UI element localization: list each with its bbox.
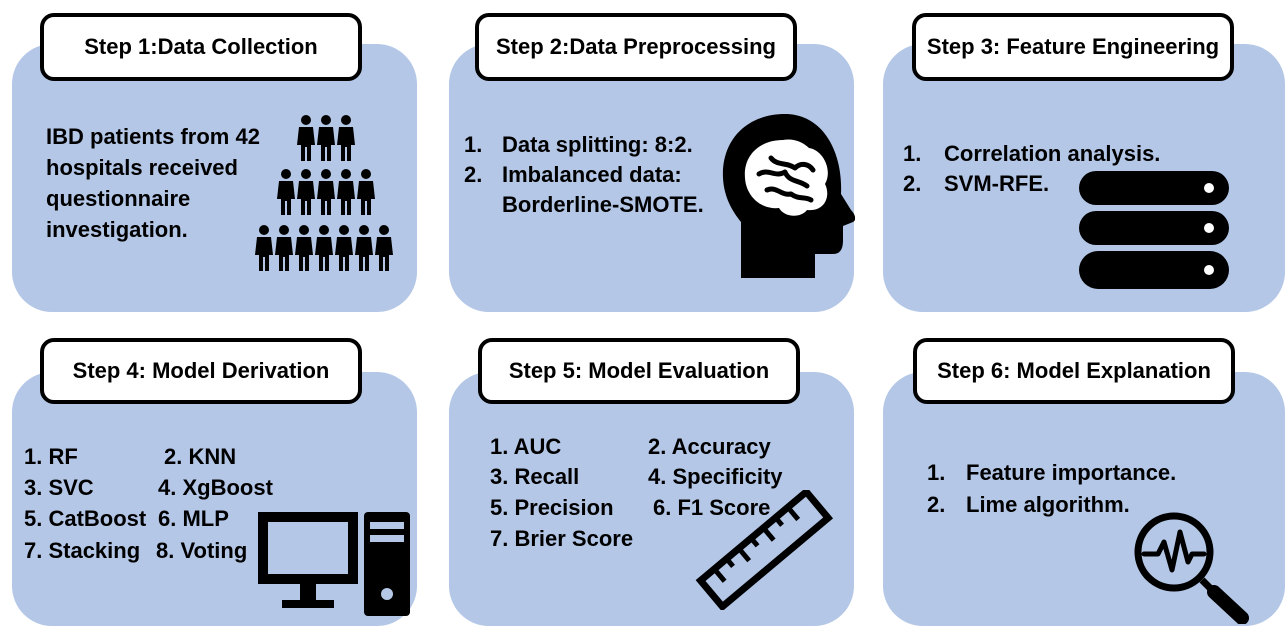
step3-item2-num: 2.: [903, 171, 922, 196]
step5-item-specificity: 4. Specificity: [648, 464, 783, 489]
step5-panel: [449, 372, 854, 626]
step5-item-precision: 5. Precision: [490, 495, 614, 520]
step6-panel: [883, 372, 1285, 626]
step6-item2-num: 2.: [927, 492, 946, 517]
step5-item-brier-score: 7. Brier Score: [490, 526, 634, 551]
step4-item-svc: 3. SVC: [24, 475, 94, 500]
step2-item2-text: Imbalanced data:: [502, 162, 682, 187]
step2-item1-num: 1.: [464, 132, 483, 157]
step4-item-voting: 8. Voting: [156, 538, 248, 563]
step5-item-accuracy: 2. Accuracy: [648, 434, 771, 459]
step2-title: Step 2:Data Preprocessing: [475, 13, 797, 81]
step5-item-auc: 1. AUC: [490, 434, 562, 459]
step4-item-catboost: 5. CatBoost: [24, 506, 147, 531]
step2-item2-num: 2.: [464, 162, 483, 187]
ruler-icon: [690, 490, 840, 610]
step4-item-mlp: 6. MLP: [158, 506, 229, 531]
step6-item1-num: 1.: [927, 460, 946, 485]
step3-item1-text: Correlation analysis.: [944, 141, 1161, 166]
step1-text-line2: hospitals received: [46, 155, 238, 180]
step2-item2-text-cont: Borderline-SMOTE.: [502, 192, 704, 217]
step3-item1-num: 1.: [903, 141, 922, 166]
step1-panel: [12, 44, 417, 312]
computer-icon: [256, 508, 416, 618]
step1-text-line4: investigation.: [46, 217, 188, 242]
step1-text-line1: IBD patients from 42: [46, 124, 260, 149]
magnifier-waveform-icon: [1132, 510, 1262, 624]
step4-item-stacking: 7. Stacking: [24, 538, 141, 563]
step5-title: Step 5: Model Evaluation: [478, 338, 800, 404]
step5-item-recall: 3. Recall: [490, 464, 580, 489]
step4-item-rf: 1. RF: [24, 444, 78, 469]
database-icon: [1075, 167, 1235, 293]
step2-item1-text: Data splitting: 8:2.: [502, 132, 693, 157]
brain-head-icon: [715, 112, 855, 282]
step1-text-line3: questionnaire: [46, 186, 191, 211]
step6-title: Step 6: Model Explanation: [913, 338, 1235, 404]
people-pyramid-icon: [250, 113, 398, 275]
step1-title: Step 1:Data Collection: [40, 13, 362, 81]
step4-item-xgboost: 4. XgBoost: [158, 475, 273, 500]
step5-item-f1-score: 6. F1 Score: [653, 495, 771, 520]
step6-item1-text: Feature importance.: [966, 460, 1177, 485]
step6-item2-text: Lime algorithm.: [966, 492, 1130, 517]
step3-title: Step 3: Feature Engineering: [912, 13, 1234, 81]
step4-title: Step 4: Model Derivation: [40, 338, 362, 404]
step4-item-knn: 2. KNN: [164, 444, 237, 469]
step3-item2-text: SVM-RFE.: [944, 171, 1050, 196]
